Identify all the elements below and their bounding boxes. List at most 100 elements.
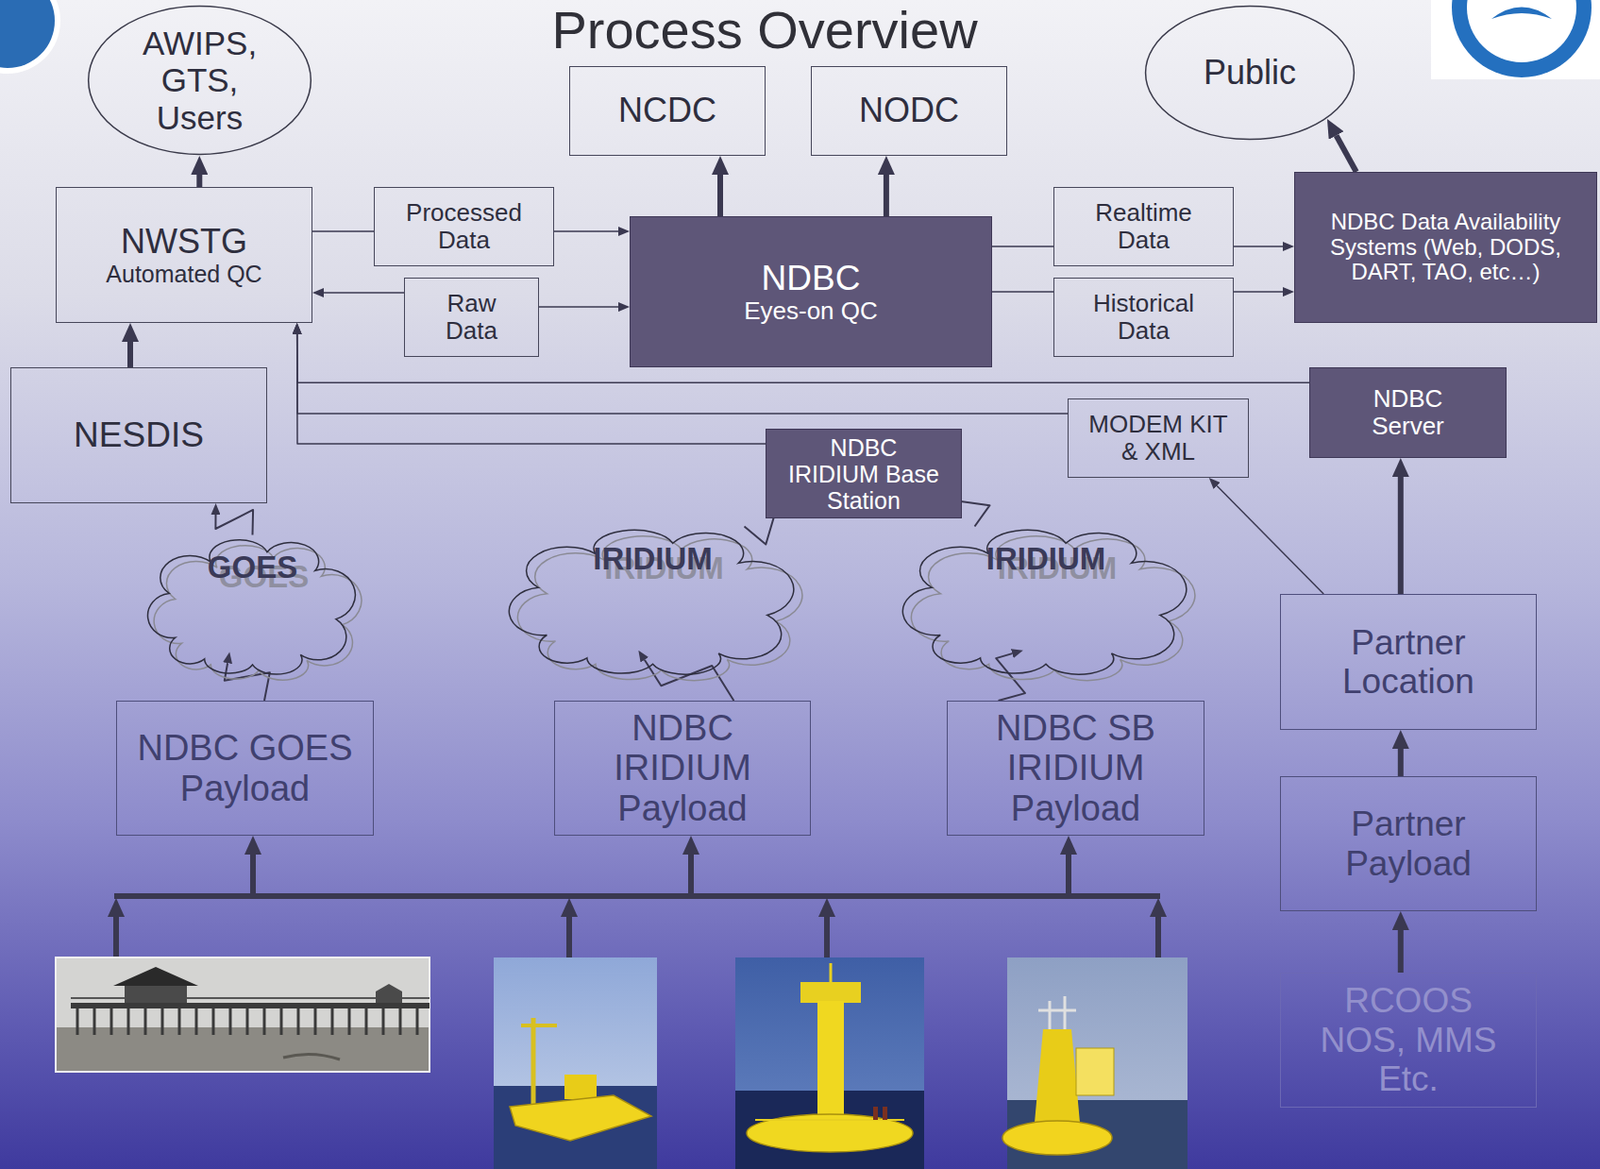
center-box: NDBCEyes-on QC [629, 216, 993, 368]
partner-box: Partner Location [1280, 593, 1537, 730]
pavilion-roof [113, 966, 199, 986]
cloud-line [508, 529, 793, 674]
text-group: NESDIS [73, 415, 204, 455]
partner-box: Partner Payload [1280, 775, 1537, 911]
node-text: NWSTG [120, 222, 248, 261]
buoy-crossbar [521, 1023, 557, 1028]
node-text: AWIPS, GTS, Users [134, 24, 267, 136]
buoy-photo [735, 957, 925, 1169]
text-group: IRIDIUM [592, 541, 713, 577]
node-text: NDBC SB IRIDIUM Payload [967, 707, 1185, 829]
text-group: RCOOS NOS, MMS Etc. [1312, 980, 1506, 1098]
ellipse-node: Public [1144, 4, 1356, 141]
ellipse-line [1145, 5, 1355, 139]
satellite-cloud: IRIDIUM [903, 520, 1189, 674]
connector [1397, 929, 1404, 973]
buoy-mast [531, 1017, 537, 1107]
node-text: NESDIS [73, 415, 204, 455]
text-group: NDBC IRIDIUM Base Station [788, 434, 940, 514]
text-group: NDBC SB IRIDIUM Payload [967, 707, 1185, 829]
text-group: Historical Data [1082, 289, 1206, 345]
text-group: Public [1203, 53, 1297, 92]
connector [196, 174, 203, 187]
diagram-title: Process Overview [377, 0, 1152, 61]
pavilion [124, 983, 187, 1003]
text-group: NDBCEyes-on QC [743, 258, 878, 326]
text-group: MODEM KIT & XML [1080, 410, 1237, 466]
buoy-column [817, 1000, 844, 1124]
payload-box: NDBC GOES Payload [116, 700, 374, 836]
node-text: Raw Data [434, 289, 510, 345]
data-box: Historical Data [1053, 277, 1234, 357]
archive-box: NODC [810, 66, 1008, 156]
feed-arrow [824, 916, 830, 958]
process-box: NESDIS [10, 367, 268, 504]
feed-arrow [1065, 854, 1072, 896]
connector [554, 230, 619, 233]
feed-bus [114, 892, 1161, 899]
archive-box: NCDC [569, 66, 766, 156]
person [882, 1106, 888, 1120]
node-text: NCDC [618, 91, 717, 130]
feed-arrow [688, 854, 694, 896]
connector [1336, 135, 1357, 173]
feed-arrow [1155, 916, 1162, 958]
process-box: NWSTGAutomated QC [55, 186, 313, 323]
node-text: Realtime Data [1082, 199, 1206, 254]
text-group: Realtime Data [1082, 199, 1206, 254]
text-group: IRIDIUM [986, 541, 1107, 577]
logo-disc [0, 0, 55, 68]
node-text: NDBC IRIDIUM Base Station [788, 434, 940, 514]
buoy-platform [800, 981, 861, 1003]
node-text: MODEM KIT & XML [1080, 410, 1237, 466]
connector [1216, 486, 1324, 595]
text-group: Partner Payload [1304, 804, 1513, 883]
connector [312, 230, 374, 233]
data-box: Raw Data [404, 277, 539, 357]
text-group: NWSTGAutomated QC [105, 222, 262, 287]
text-group: NDBC IRIDIUM Payload [588, 707, 777, 829]
text-group: NDBC GOES Payload [132, 727, 359, 809]
node-text: Processed Data [398, 199, 531, 254]
cloud-line [902, 529, 1186, 674]
photo-sky [493, 957, 657, 1169]
photo-sky [55, 957, 430, 1072]
logo-disc [1451, 0, 1592, 78]
buoy-mast [829, 962, 833, 984]
process-box: MODEM KIT & XML [1067, 398, 1249, 478]
wireless-link [995, 653, 1026, 701]
node-text: Partner Location [1304, 623, 1513, 702]
connector [883, 174, 890, 217]
connector [1397, 476, 1404, 594]
payload-box: NDBC SB IRIDIUM Payload [946, 700, 1205, 836]
node-text: Partner Payload [1304, 804, 1513, 883]
node-text: NDBC Server [1351, 385, 1466, 440]
node-text: GOES [207, 550, 298, 586]
data-box: Processed Data [373, 186, 555, 267]
pier-photo [55, 957, 430, 1072]
node-text: NDBC IRIDIUM Payload [588, 707, 777, 829]
node-text: NODC [858, 91, 960, 130]
buoy-photo [1002, 957, 1188, 1169]
text-group: NCDC [618, 91, 717, 130]
node-text: NDBC Data Availability Systems (Web, DOD… [1304, 209, 1588, 287]
cloud-shadow [517, 536, 802, 681]
photo-sky [735, 957, 925, 1169]
buoy-photo [493, 957, 657, 1169]
connector [717, 174, 724, 217]
station-box: NDBC IRIDIUM Base Station [765, 428, 962, 519]
buoy-base [746, 1113, 913, 1152]
cloud-shadow [153, 545, 362, 680]
ellipse-line [88, 6, 312, 155]
cloud-line [148, 539, 356, 674]
wave [283, 1053, 340, 1060]
buoy-box [564, 1074, 597, 1099]
node-text: IRIDIUM [986, 541, 1107, 577]
partner-box: RCOOS NOS, MMS Etc. [1280, 972, 1537, 1108]
server-box: NDBC Server [1309, 367, 1507, 458]
logo-ring [0, 0, 61, 74]
cloud-shadow [910, 536, 1195, 681]
feed-arrow [113, 916, 119, 958]
pier-hut [375, 983, 403, 1003]
